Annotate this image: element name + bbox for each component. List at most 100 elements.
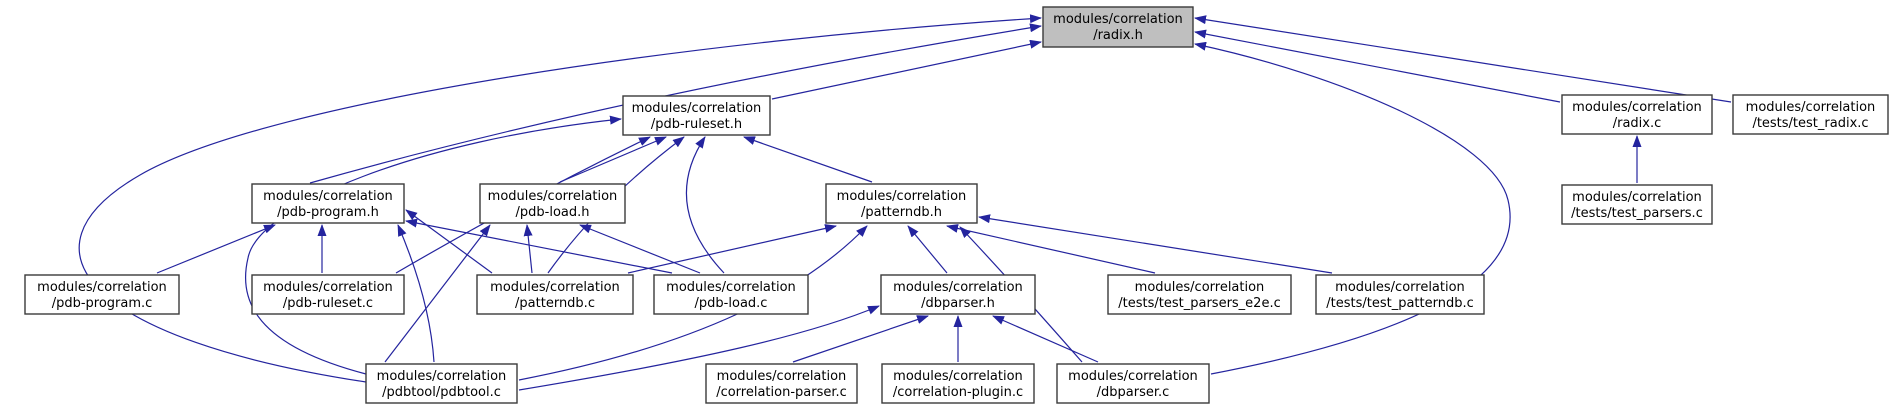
node-label: modules/correlation <box>377 369 507 384</box>
node-label: modules/correlation <box>1572 190 1702 205</box>
node-label: modules/correlation <box>893 369 1023 384</box>
node-label: /dbparser.c <box>1097 385 1170 400</box>
node-label: modules/correlation <box>488 189 618 204</box>
node-label: /radix.c <box>1613 116 1662 131</box>
node-label: /radix.h <box>1093 28 1143 43</box>
node-dbparser-c[interactable]: modules/correlation/dbparser.c <box>1056 363 1210 404</box>
node-test-patterndb-c[interactable]: modules/correlation/tests/test_patterndb… <box>1315 274 1485 315</box>
node-label: /tests/test_parsers_e2e.c <box>1118 296 1280 311</box>
node-box <box>1561 94 1713 135</box>
node-label: /pdb-program.c <box>52 296 153 311</box>
node-box <box>622 95 771 136</box>
node-box <box>1732 94 1889 135</box>
node-label: modules/correlation <box>893 280 1023 295</box>
node-label: modules/correlation <box>1068 369 1198 384</box>
node-box <box>1561 184 1713 225</box>
node-box <box>1315 274 1485 315</box>
node-box <box>705 363 858 404</box>
node-label: modules/correlation <box>666 280 796 295</box>
edge-pdbtool-c-to-radix-h <box>78 14 1042 383</box>
edge-pdb-load-c-to-pdb-load-h <box>579 224 701 274</box>
node-label: modules/correlation <box>717 369 847 384</box>
node-box <box>1056 363 1210 404</box>
node-pdb-load-c[interactable]: modules/correlation/pdb-load.c <box>653 274 809 315</box>
node-label: modules/correlation <box>1053 12 1183 27</box>
node-label: modules/correlation <box>263 189 393 204</box>
node-label: modules/correlation <box>1135 280 1265 295</box>
node-patterndb-h[interactable]: modules/correlation/patterndb.h <box>825 183 978 224</box>
node-box <box>880 274 1036 315</box>
node-label: modules/correlation <box>490 280 620 295</box>
node-label: /correlation-plugin.c <box>893 385 1023 400</box>
node-pdb-ruleset-h[interactable]: modules/correlation/pdb-ruleset.h <box>622 95 771 136</box>
node-box <box>251 183 405 224</box>
node-label: /pdb-program.h <box>277 205 379 220</box>
node-box <box>881 363 1035 404</box>
node-label: /tests/test_patterndb.c <box>1326 296 1474 311</box>
node-box <box>653 274 809 315</box>
edge-radix-c-to-radix-h <box>1194 29 1561 103</box>
edge-dbparser-h-to-patterndb-h <box>907 225 948 274</box>
edge-pdb-program-c-to-pdb-program-h <box>156 224 276 274</box>
node-box <box>365 363 518 404</box>
node-box <box>1107 274 1292 315</box>
node-label: /tests/test_radix.c <box>1752 116 1868 131</box>
node-label: modules/correlation <box>1572 100 1702 115</box>
edge-patterndb-h-to-pdb-ruleset-h <box>743 136 873 183</box>
edge-dbparser-c-to-dbparser-h <box>992 315 1099 363</box>
node-label: modules/correlation <box>837 189 967 204</box>
node-label: /patterndb.c <box>515 296 595 311</box>
node-label: modules/correlation <box>632 101 762 116</box>
node-label: modules/correlation <box>263 280 393 295</box>
edge-pdbtool-c-to-pdb-load-h <box>384 224 491 363</box>
node-dbparser-h[interactable]: modules/correlation/dbparser.h <box>880 274 1036 315</box>
node-pdb-program-c[interactable]: modules/correlation/pdb-program.c <box>24 274 180 315</box>
edge-dbparser-c-to-radix-h <box>1194 41 1511 375</box>
node-box <box>479 183 626 224</box>
node-pdb-load-h[interactable]: modules/correlation/pdb-load.h <box>479 183 626 224</box>
node-patterndb-c[interactable]: modules/correlation/patterndb.c <box>476 274 634 315</box>
node-box <box>24 274 180 315</box>
edge-patterndb-c-to-pdb-program-h <box>405 209 493 274</box>
edge-test-radix-c-to-radix-h <box>1194 15 1732 103</box>
node-pdb-program-h[interactable]: modules/correlation/pdb-program.h <box>251 183 405 224</box>
edge-pdbtool-c-to-pdb-program-h <box>397 224 435 363</box>
edge-pdbtool-c-to-pdb-ruleset-h <box>244 115 622 375</box>
edge-pdb-load-c-to-pdb-ruleset-h <box>685 136 725 274</box>
node-test-radix-c[interactable]: modules/correlation/tests/test_radix.c <box>1732 94 1889 135</box>
node-label: /pdb-load.c <box>695 296 768 311</box>
node-radix-h[interactable]: modules/correlation/radix.h <box>1042 6 1194 48</box>
node-label: /patterndb.h <box>861 205 942 220</box>
edge-patterndb-c-to-pdb-load-h <box>523 224 533 274</box>
edge-pdb-load-c-to-pdb-program-h <box>405 218 673 274</box>
edge-pdb-ruleset-h-to-radix-h <box>771 39 1042 100</box>
node-label: /pdb-ruleset.h <box>651 117 742 132</box>
node-test-parsers-c[interactable]: modules/correlation/tests/test_parsers.c <box>1561 184 1713 225</box>
node-label: /pdb-load.h <box>516 205 590 220</box>
edge-pdb-load-h-to-pdb-ruleset-h <box>559 136 667 183</box>
edge-correlation-parser-c-to-dbparser-h <box>792 315 929 363</box>
node-label: /pdb-ruleset.c <box>283 296 373 311</box>
node-label: modules/correlation <box>37 280 167 295</box>
node-box <box>825 183 978 224</box>
node-box <box>476 274 634 315</box>
node-label: /tests/test_parsers.c <box>1571 206 1703 221</box>
node-pdbtool-c[interactable]: modules/correlation/pdbtool/pdbtool.c <box>365 363 518 404</box>
edge-test-parsers-e2e-c-to-patterndb-h <box>946 224 1156 274</box>
node-box <box>251 274 405 315</box>
edge-patterndb-c-to-patterndb-h <box>627 224 837 274</box>
node-correlation-plugin-c[interactable]: modules/correlation/correlation-plugin.c <box>881 363 1035 404</box>
edge-test-patterndb-c-to-patterndb-h <box>978 214 1333 274</box>
node-box <box>1042 6 1194 48</box>
node-label: /correlation-parser.c <box>716 385 847 400</box>
node-label: modules/correlation <box>1746 100 1876 115</box>
node-label: /pdbtool/pdbtool.c <box>382 385 501 400</box>
node-pdb-ruleset-c[interactable]: modules/correlation/pdb-ruleset.c <box>251 274 405 315</box>
node-test-parsers-e2e-c[interactable]: modules/correlation/tests/test_parsers_e… <box>1107 274 1292 315</box>
node-radix-c[interactable]: modules/correlation/radix.c <box>1561 94 1713 135</box>
node-correlation-parser-c[interactable]: modules/correlation/correlation-parser.c <box>705 363 858 404</box>
node-label: modules/correlation <box>1335 280 1465 295</box>
node-label: /dbparser.h <box>921 296 995 311</box>
